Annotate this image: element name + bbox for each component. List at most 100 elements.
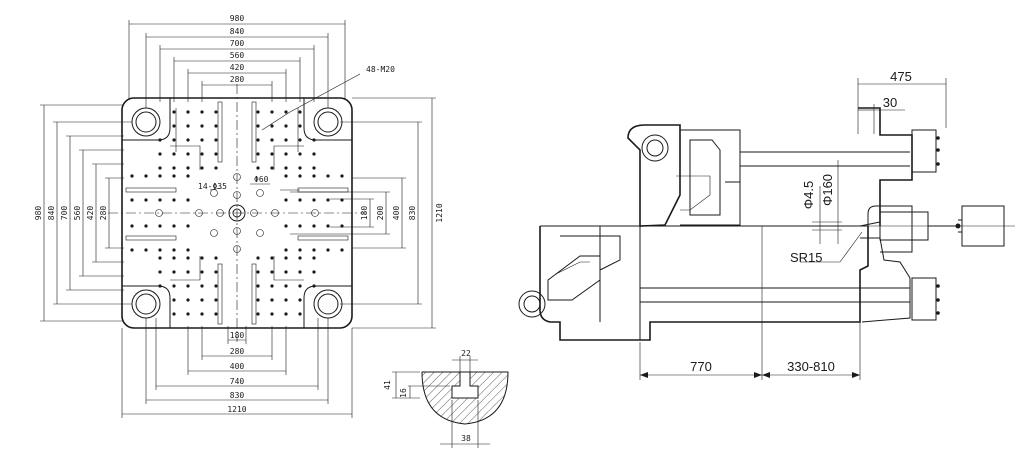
bolt-hole-dot (312, 138, 316, 142)
rear-platen (627, 124, 681, 227)
bolt-hole-dot (284, 256, 288, 260)
bolt-hole-dot (200, 124, 204, 128)
bolt-hole-dot (172, 138, 176, 142)
bolt-hole-dot (158, 166, 162, 170)
dim-phi-4-5: Φ4.5 (801, 181, 816, 209)
bolt-hole-dot (312, 248, 316, 252)
bolt-hole-dot (186, 138, 190, 142)
bolt-hole-dot (186, 312, 190, 316)
toggle-block (680, 129, 741, 226)
svg-text:280: 280 (230, 347, 245, 356)
nut-upper (911, 129, 937, 173)
bolt-hole-dot (298, 110, 302, 114)
svg-text:740: 740 (230, 377, 245, 386)
bolt-hole-dot (270, 256, 274, 260)
bolt-hole-dot (214, 152, 218, 156)
bolt-hole-dot (270, 270, 274, 274)
center-hole (228, 204, 246, 222)
bolt-hole-dot (172, 312, 176, 316)
bolt-hole-dot (186, 298, 190, 302)
bolt-hole-dot (256, 166, 260, 170)
bolt-hole-dot (270, 152, 274, 156)
bolt-hole-dot (312, 174, 316, 178)
machine-base (539, 226, 869, 341)
dim-475: 475 (890, 69, 912, 84)
bolt-hole-dot (214, 110, 218, 114)
bolt-hole-dot (214, 298, 218, 302)
hole-note: 14-Φ35 (198, 182, 227, 191)
bolt-hole-dot (284, 224, 288, 228)
bolt-hole-dot (326, 174, 330, 178)
bolt-hole-dot (158, 198, 162, 202)
bolt-hole-dot (158, 174, 162, 178)
bolt-hole-dot (312, 224, 316, 228)
bolt-hole-dot (172, 248, 176, 252)
bolt-hole-dot (200, 298, 204, 302)
bolt-hole-dot (144, 224, 148, 228)
bolt-hole-dot (284, 166, 288, 170)
bolt-hole-dot (186, 284, 190, 288)
bolt-hole-dot (214, 138, 218, 142)
bolt-hole-dot (186, 256, 190, 260)
svg-text:200: 200 (376, 206, 385, 221)
bolt-hole-dot (186, 270, 190, 274)
bolt-hole-dot (256, 312, 260, 316)
bolt-hole-dot (270, 166, 274, 170)
svg-text:280: 280 (99, 206, 108, 221)
bolt-hole-dot (214, 166, 218, 170)
bolt-hole-dot (284, 174, 288, 178)
bolt-hole-dot (284, 152, 288, 156)
bolt-hole-dot (270, 298, 274, 302)
platen-front-view: 48-M20 14-Φ35 Φ60 980 840 700 5 (34, 14, 444, 418)
svg-text:830: 830 (230, 391, 245, 400)
bolt-hole-dot (298, 224, 302, 228)
bolt-hole-dot (172, 152, 176, 156)
bolt-hole-dot (158, 138, 162, 142)
svg-text:420: 420 (86, 206, 95, 221)
bolt-hole-dot (284, 110, 288, 114)
bolt-hole-dot (214, 270, 218, 274)
bolt-hole-dot (172, 110, 176, 114)
bolt-hole-dot (298, 198, 302, 202)
bolt-hole-dot (298, 284, 302, 288)
svg-text:840: 840 (230, 27, 245, 36)
svg-text:1210: 1210 (227, 405, 246, 414)
bolt-hole-dot (186, 152, 190, 156)
svg-text:980: 980 (230, 14, 245, 23)
bolt-hole-dot (186, 174, 190, 178)
bolt-hole-dot (200, 256, 204, 260)
bolt-hole-dot (214, 124, 218, 128)
bolt-hole-dot (312, 152, 316, 156)
corner-boss-bl (122, 285, 171, 328)
bolt-hole-dot (130, 198, 134, 202)
bolt-hole-dot (186, 198, 190, 202)
bolt-hole-dot (298, 152, 302, 156)
svg-text:16: 16 (399, 388, 408, 398)
dim-30: 30 (883, 95, 897, 110)
svg-text:560: 560 (230, 51, 245, 60)
bolt-hole-dot (284, 298, 288, 302)
bolt-hole-dot (340, 248, 344, 252)
bolt-hole-dot (214, 284, 218, 288)
upper-pivot-hole (641, 134, 669, 162)
bolt-hole-dot (270, 124, 274, 128)
dim-sr15: SR15 (790, 250, 823, 265)
bolt-hole-dot (200, 110, 204, 114)
bolt-hole-dot (284, 198, 288, 202)
bolt-hole-grid (130, 110, 344, 316)
bolt-hole-dot (270, 284, 274, 288)
bolt-hole-dot (256, 124, 260, 128)
bolt-hole-dot (326, 248, 330, 252)
bolt-hole-dot (130, 224, 134, 228)
bolt-hole-dot (284, 284, 288, 288)
top-dimensions: 980 840 700 560 420 280 (128, 14, 346, 108)
bolt-hole-dot (172, 284, 176, 288)
bolt-hole-dot (172, 298, 176, 302)
bolt-hole-dot (172, 124, 176, 128)
bolt-hole-dot (284, 270, 288, 274)
tslot-section-detail: 22 41 16 38 (383, 349, 509, 448)
svg-text:400: 400 (230, 362, 245, 371)
left-dimensions: 980 840 700 560 420 280 (34, 104, 132, 322)
bolt-hole-dot (186, 224, 190, 228)
